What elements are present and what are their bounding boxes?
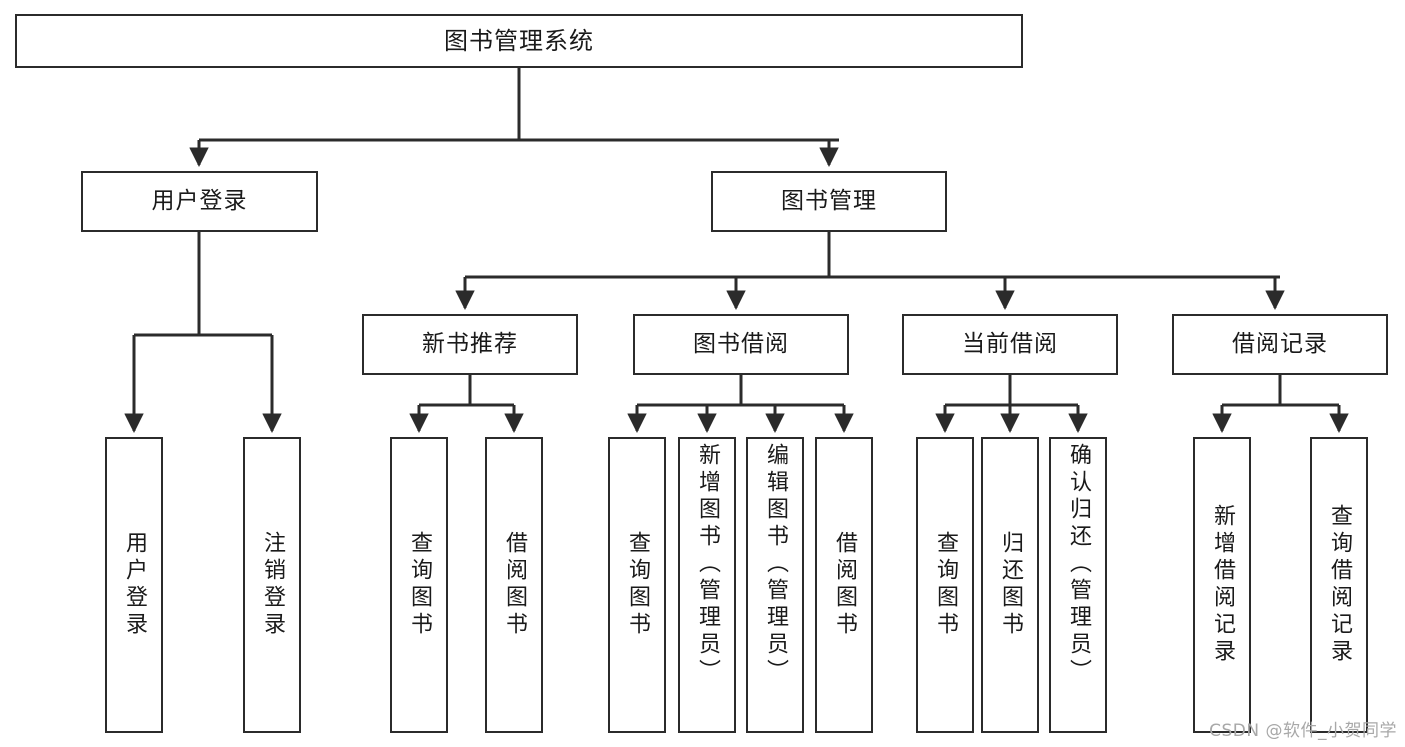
- node-leaf-confirm-return-label: 确认归还（管理员）: [1066, 443, 1091, 686]
- node-current-borrow-label: 当前借阅: [962, 330, 1058, 357]
- node-leaf-user-login-label: 用户登录: [122, 531, 147, 639]
- node-leaf-edit-book-label: 编辑图书（管理员）: [763, 443, 788, 686]
- node-leaf-query-book-cur-label: 查询图书: [933, 531, 958, 639]
- node-leaf-query-record[interactable]: 查询借阅记录: [1310, 437, 1368, 733]
- node-leaf-borrow-book-rec-label: 借阅图书: [502, 531, 527, 639]
- node-leaf-query-book-cur[interactable]: 查询图书: [916, 437, 974, 733]
- node-root[interactable]: 图书管理系统: [15, 14, 1023, 68]
- node-leaf-query-book-rec-label: 查询图书: [407, 531, 432, 639]
- node-borrow-record[interactable]: 借阅记录: [1172, 314, 1388, 375]
- node-leaf-query-book-borrow-label: 查询图书: [625, 531, 650, 639]
- node-current-borrow[interactable]: 当前借阅: [902, 314, 1118, 375]
- node-leaf-logout-label: 注销登录: [260, 531, 285, 639]
- node-book-borrow-label: 图书借阅: [693, 330, 789, 357]
- node-leaf-user-login[interactable]: 用户登录: [105, 437, 163, 733]
- node-leaf-confirm-return[interactable]: 确认归还（管理员）: [1049, 437, 1107, 733]
- node-book-manage-label: 图书管理: [781, 187, 877, 214]
- node-leaf-return-book[interactable]: 归还图书: [981, 437, 1039, 733]
- node-leaf-borrow-book-label: 借阅图书: [832, 531, 857, 639]
- node-leaf-add-record-label: 新增借阅记录: [1210, 504, 1235, 666]
- node-leaf-add-book[interactable]: 新增图书（管理员）: [678, 437, 736, 733]
- node-user-login-label: 用户登录: [151, 187, 248, 214]
- node-new-book-rec-label: 新书推荐: [422, 330, 518, 357]
- node-leaf-return-book-label: 归还图书: [998, 531, 1023, 639]
- node-leaf-edit-book[interactable]: 编辑图书（管理员）: [746, 437, 804, 733]
- node-leaf-query-record-label: 查询借阅记录: [1327, 504, 1352, 666]
- node-leaf-query-book-borrow[interactable]: 查询图书: [608, 437, 666, 733]
- node-leaf-borrow-book[interactable]: 借阅图书: [815, 437, 873, 733]
- watermark-text: CSDN @软件_小贺同学: [1209, 721, 1397, 741]
- node-leaf-add-record[interactable]: 新增借阅记录: [1193, 437, 1251, 733]
- node-leaf-borrow-book-rec[interactable]: 借阅图书: [485, 437, 543, 733]
- node-borrow-record-label: 借阅记录: [1232, 330, 1328, 357]
- node-leaf-add-book-label: 新增图书（管理员）: [695, 443, 720, 686]
- node-book-borrow[interactable]: 图书借阅: [633, 314, 849, 375]
- node-new-book-rec[interactable]: 新书推荐: [362, 314, 578, 375]
- node-book-manage[interactable]: 图书管理: [711, 171, 947, 232]
- node-user-login[interactable]: 用户登录: [81, 171, 318, 232]
- node-root-label: 图书管理系统: [444, 26, 594, 55]
- node-leaf-query-book-rec[interactable]: 查询图书: [390, 437, 448, 733]
- node-leaf-logout[interactable]: 注销登录: [243, 437, 301, 733]
